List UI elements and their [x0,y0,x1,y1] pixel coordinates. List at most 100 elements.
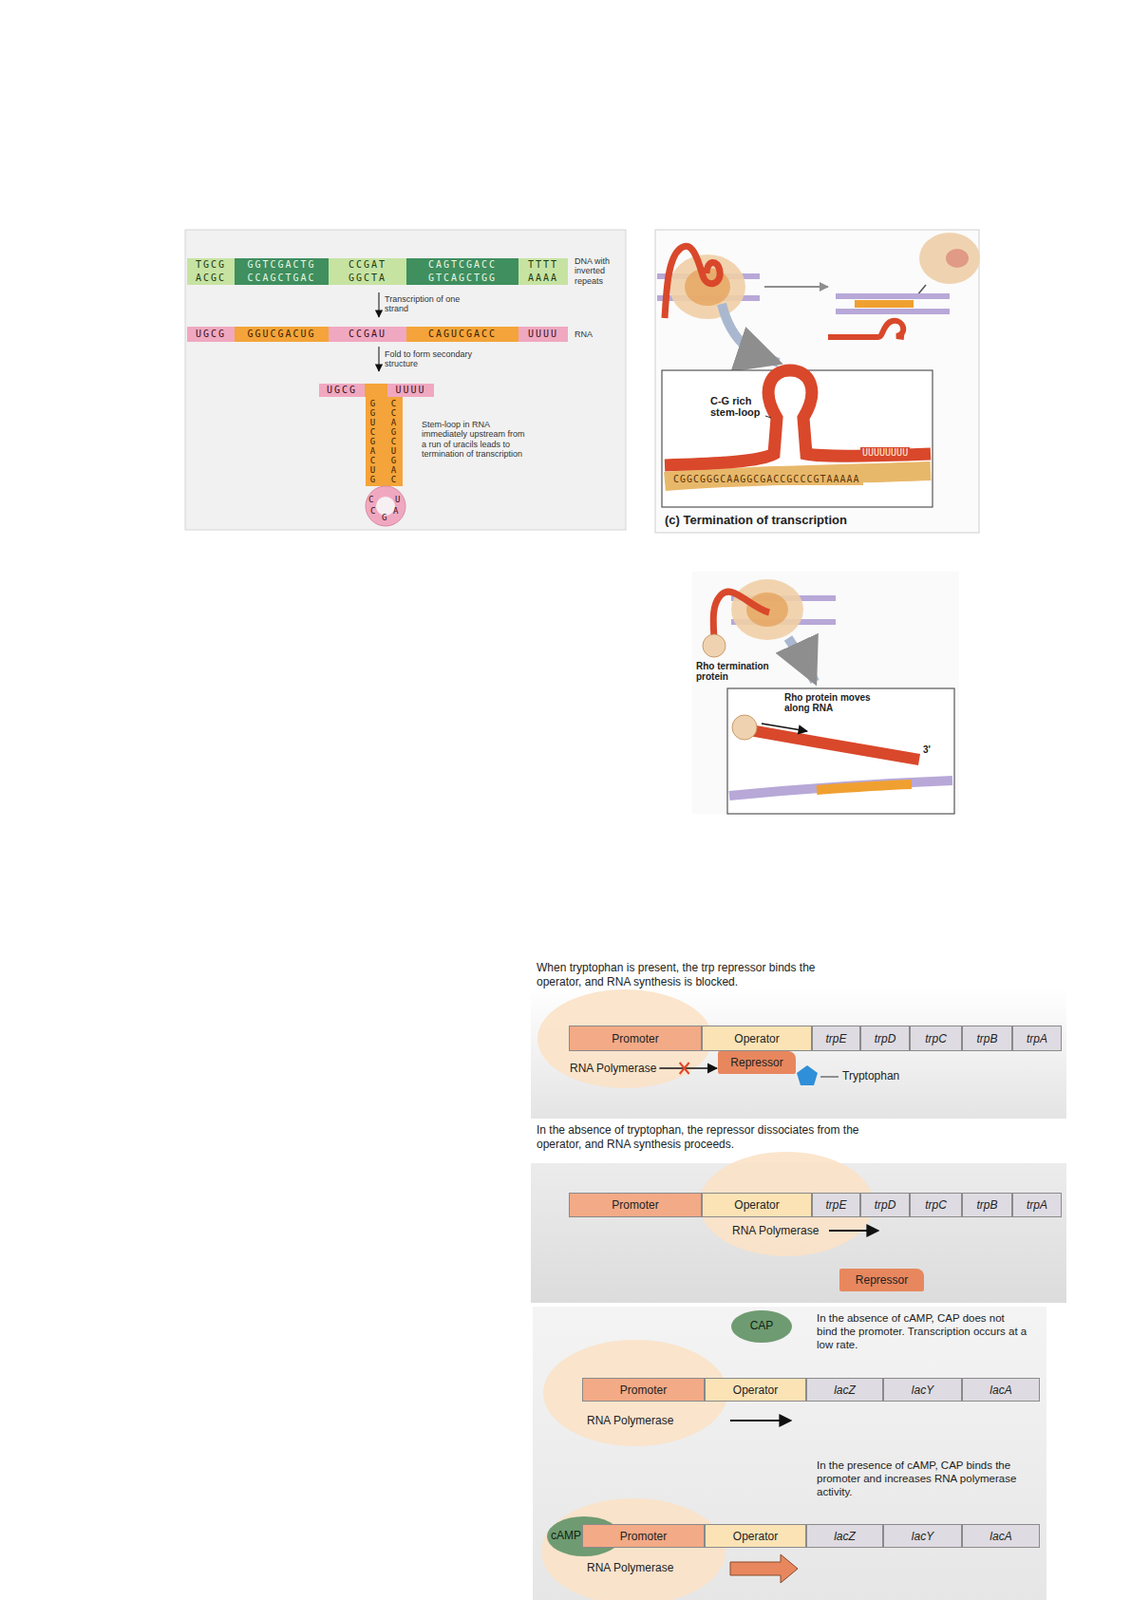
gene-box: trpD [860,1192,910,1218]
rna-segment: UUUU [518,326,568,342]
figure-rho [692,571,960,814]
gene-box: trpB [961,1192,1013,1218]
rna-segment: GGUCGACUG [234,326,329,342]
annotation: Rho termination protein [696,660,792,682]
operator-box: Operator [704,1377,807,1402]
polymerase-label: RNA Polymerase [732,1223,819,1239]
block-cross [679,1062,690,1075]
gene-box: lacZ [806,1377,884,1402]
node-text: RNA Polymerase [569,1061,657,1075]
svg-line [835,293,950,300]
svg-ellipse [543,1339,728,1447]
node-text: lacY [911,1383,934,1397]
gene-box: lacA [961,1524,1040,1548]
svg-polygon [796,1065,818,1086]
gene-box: lacZ [806,1524,884,1548]
svg-ellipse [945,248,969,268]
dna-segment: AAAA [518,271,568,285]
svg-rect [530,987,1067,1119]
annotation: Tryptophan [842,1069,928,1084]
svg-path [721,303,779,363]
trp-panels [530,987,1067,1303]
gene-box: trpC [909,1025,962,1052]
operator-box: Operator [704,1524,807,1548]
stem-sequence: GGUCGACUG [368,398,377,485]
rna-segment: UUUU [387,383,434,397]
svg-path [664,370,931,466]
node-text: Operator [733,1529,778,1544]
loop-base: U [395,494,400,505]
svg-rect [661,370,933,508]
svg-circle [365,486,406,527]
node-text: Repressor [730,1055,783,1070]
svg-rect [365,395,403,487]
loop-base: A [393,506,398,516]
rna-segment: CCGAU [328,326,407,342]
svg-path [828,320,905,338]
node-text: lacZ [833,1529,856,1544]
dna-sequence: CGGCGGGCAAGGCGACCGCCCGTAAAAA [670,472,864,486]
annotation: Transcription of one strand [384,294,480,315]
panel-note: In the presence of cAMP, CAP binds the p… [816,1458,1028,1499]
node-text: Operator [733,1383,778,1397]
svg-rect [387,383,434,397]
svg-circle [702,634,726,658]
svg-line [377,346,379,372]
stem-sequence: CCAGCUGAC [389,398,398,485]
dna-segment: GGTCGACTG [234,258,329,272]
node-text: Repressor [855,1273,908,1287]
annotation: Stem-loop in RNA immediately upstream fr… [421,419,531,459]
svg-rect [185,229,626,530]
polymerase-label: RNA Polymerase [586,1413,674,1429]
svg-path [729,780,953,796]
repressor-box: Repressor [717,1051,796,1075]
svg-path [730,1554,798,1584]
node-text: RNA Polymerase [586,1561,674,1575]
node-text: RNA Polymerase [732,1224,819,1238]
gene-box: trpE [811,1192,861,1218]
gene-box: lacA [961,1377,1040,1402]
figure-termination [655,229,981,533]
svg-ellipse [919,232,981,284]
loop-base: G [381,512,387,523]
svg-rect [692,571,960,814]
svg-line [761,723,808,732]
node-text: trpC [924,1198,947,1212]
figure-caption: (c) Termination of transcription [664,512,848,528]
annotation: DNA with inverted repeats [574,256,630,286]
dna-segment: TGCG [187,258,235,272]
dna-segment: CCAGCTGAC [234,271,329,285]
node-text: lacY [911,1529,934,1544]
node-text: lacA [989,1383,1012,1397]
annotation: 3' [923,744,931,755]
gene-box: trpB [961,1025,1013,1052]
rna-segment: UGCG [319,383,365,397]
gene-box: trpC [909,1192,962,1218]
lac-panels [532,1306,1047,1600]
gene-box: lacY [883,1524,962,1548]
loop-base: C [370,506,376,516]
svg-rect [319,383,365,397]
node-text: CAP [750,1319,774,1333]
repressor-box: Repressor [839,1268,924,1292]
annotation: Rho protein moves along RNA [784,692,872,714]
svg-ellipse [698,1151,874,1257]
panel-note: In the absence of cAMP, CAP does not bin… [816,1311,1028,1352]
svg-ellipse [537,989,713,1089]
node-text: Operator [734,1032,779,1046]
promoter-box: Promoter [582,1524,705,1548]
svg-rect [655,229,980,533]
svg-line [854,300,914,308]
node-text: Promoter [611,1032,659,1046]
panel-note: When tryptophan is present, the trp repr… [536,961,850,990]
node-text: trpC [924,1032,947,1046]
gene-box: trpA [1012,1025,1062,1052]
node-text: lacZ [833,1383,856,1397]
promoter-box: Promoter [568,1025,702,1052]
annotation: Fold to form secondary structure [384,349,490,370]
panel-note: In the absence of tryptophan, the repres… [536,1123,865,1152]
polymerase-label: RNA Polymerase [569,1060,657,1076]
operator-box: Operator [701,1192,812,1218]
